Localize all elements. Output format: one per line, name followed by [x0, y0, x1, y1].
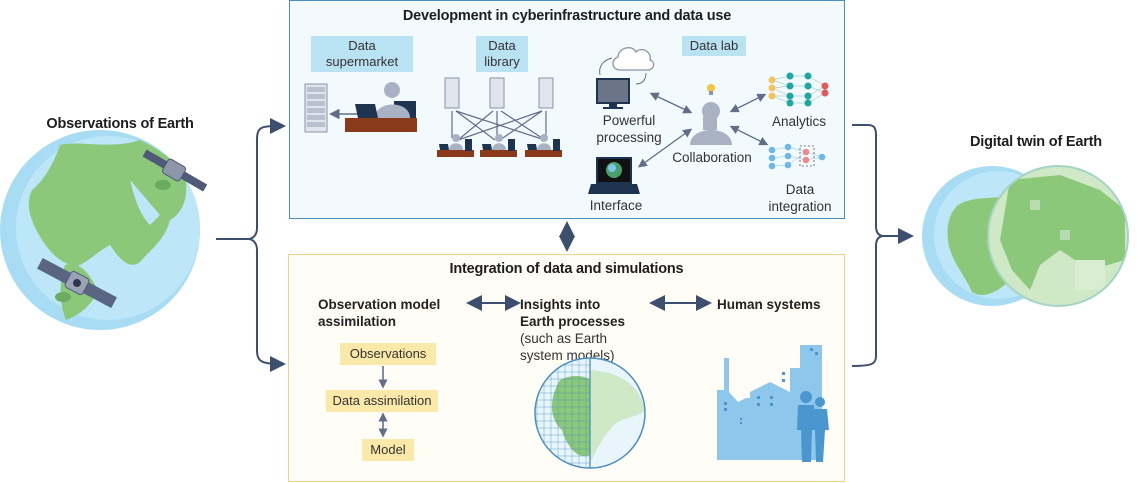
human-systems-heading: Human systems [717, 297, 821, 312]
insights-line2: Earth processes [520, 314, 626, 329]
digital-twin-globe-icon [922, 165, 1129, 307]
monitor-icon [596, 78, 630, 109]
obs-model-line2: assimilation [318, 314, 397, 329]
laptop-icon [588, 157, 640, 194]
earth-model-globe-icon [534, 357, 646, 469]
integration-title: Integration of data and simulations [449, 261, 684, 277]
interface-label: Interface [589, 198, 643, 213]
data-integration-net-icon [768, 143, 826, 170]
data-library-tag: Data library [476, 36, 528, 72]
data-assimilation-box: Data assimilation [326, 390, 438, 412]
data-supermarket-line1: Data [348, 38, 376, 53]
person-at-desk-icon [345, 82, 417, 132]
analytics-neural-net-icon [768, 72, 829, 107]
observation-model-heading: Observation model assimilation [318, 296, 478, 330]
analytics-label: Analytics [771, 114, 827, 129]
city-skyline-icon [717, 345, 822, 460]
observations-title: Observations of Earth [46, 116, 194, 132]
cyberinfrastructure-title: Development in cyberinfrastructure and d… [402, 8, 732, 24]
people-silhouette-icon [797, 391, 829, 462]
data-integration-label: Data integration [760, 181, 840, 215]
satellite-icon [37, 149, 208, 309]
insights-line3: (such as Earth [520, 331, 608, 346]
model-box: Model [362, 439, 414, 461]
lightbulb-icon [707, 84, 715, 95]
insights-line1: Insights into [520, 297, 601, 312]
collaborator-person-icon [690, 102, 732, 145]
data-supermarket-tag: Data supermarket [311, 36, 413, 72]
insights-heading: Insights into Earth processes (such as E… [520, 296, 650, 364]
data-library-network-icon [437, 77, 562, 157]
digital-twin-title: Digital twin of Earth [970, 134, 1102, 150]
cloud-icon [599, 47, 655, 85]
collaboration-arrows [637, 92, 769, 168]
data-library-line1: Data [488, 38, 516, 53]
data-integration-line1: Data [785, 182, 815, 197]
data-lab-tag: Data lab [682, 36, 746, 56]
obs-model-line1: Observation model [318, 297, 441, 312]
data-supermarket-line2: supermarket [325, 54, 399, 69]
data-library-line2: library [484, 54, 520, 69]
observations-box: Observations [340, 343, 436, 365]
server-rack-icon [304, 83, 328, 133]
powerful-line1: Powerful [602, 113, 656, 128]
data-integration-line2: integration [768, 199, 832, 214]
left-bracket-arrows [216, 125, 286, 372]
right-bracket-arrows [851, 124, 914, 367]
